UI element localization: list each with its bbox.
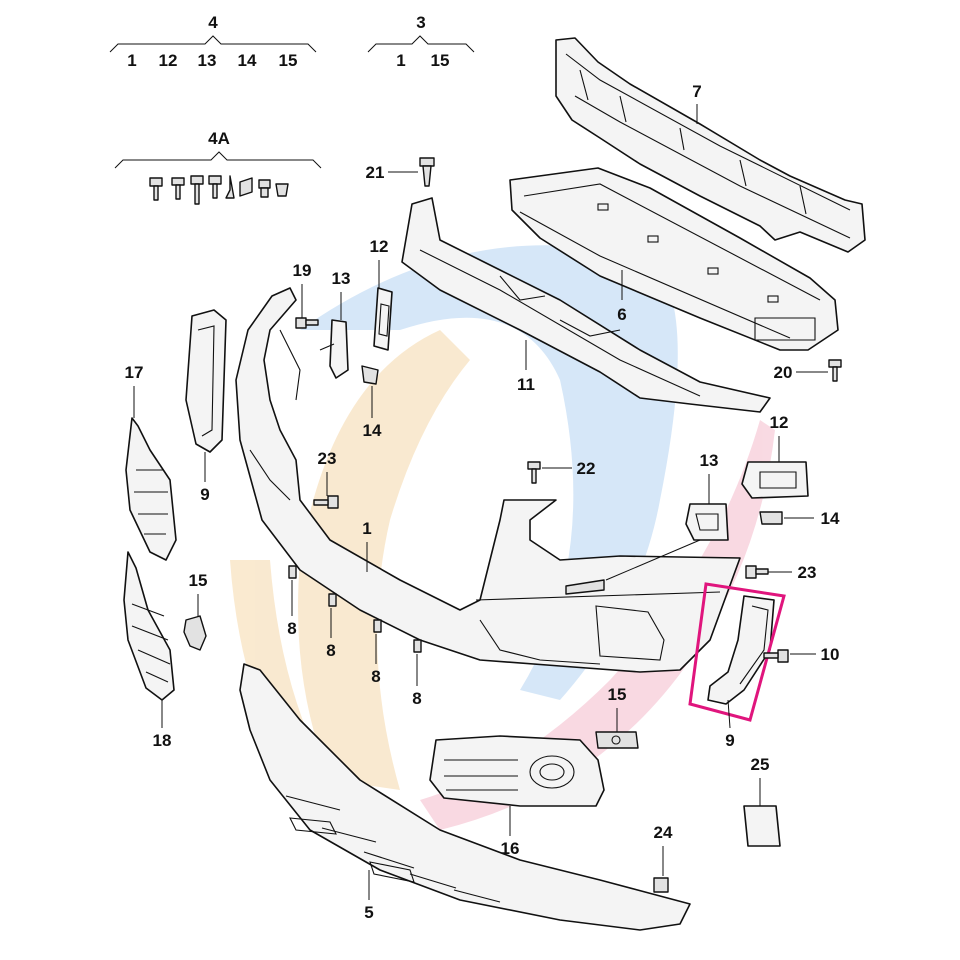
- part-25-bag: [743, 805, 781, 847]
- part-20-screw: [828, 359, 842, 382]
- highlight-box: [688, 582, 786, 722]
- label-17: 17: [125, 363, 144, 382]
- kit-4a-fasteners-icon: [149, 175, 289, 205]
- label-22: 22: [577, 459, 596, 478]
- label-19: 19: [293, 261, 312, 280]
- part-6-cover: [509, 167, 839, 351]
- kit-4-title: 4: [208, 13, 218, 32]
- label-8-b: 8: [326, 641, 335, 660]
- part-15-right-holder: [595, 731, 639, 749]
- label-10: 10: [821, 645, 840, 664]
- label-13-right: 13: [700, 451, 719, 470]
- kit-3-group: 3 1 15: [367, 13, 475, 70]
- label-16: 16: [501, 839, 520, 858]
- part-14-left-clip: [361, 365, 379, 385]
- label-14-right: 14: [821, 509, 840, 528]
- label-13-left: 13: [332, 269, 351, 288]
- label-25: 25: [751, 755, 770, 774]
- part-11-guide: [401, 197, 771, 413]
- part-15-left-holder: [183, 615, 207, 651]
- part-9-left-guide: [185, 309, 227, 453]
- part-5-spoiler: [239, 663, 691, 931]
- label-11: 11: [517, 375, 535, 394]
- label-5: 5: [364, 903, 373, 922]
- label-6: 6: [617, 305, 626, 324]
- part-13-right-bracket: [685, 503, 729, 541]
- part-10-screw: [763, 649, 789, 663]
- part-16-fog-grille: [429, 735, 605, 807]
- part-8-clips: [288, 565, 422, 653]
- part-13-left-bracket: [319, 319, 349, 379]
- part-18-grille: [123, 551, 175, 701]
- kit-4-group: 4 1 12 13 14 15: [109, 13, 317, 70]
- part-19-screw: [295, 317, 319, 329]
- kit-3-item: 1: [396, 51, 405, 70]
- kit-3-item: 15: [431, 51, 450, 70]
- label-1: 1: [362, 519, 371, 538]
- part-7-absorber: [555, 37, 866, 253]
- label-8-d: 8: [412, 689, 421, 708]
- part-12-left-insert: [373, 287, 393, 351]
- part-12-right-insert: [741, 461, 809, 499]
- kit-4a-title: 4A: [208, 129, 230, 148]
- label-23-right: 23: [798, 563, 817, 582]
- label-21: 21: [366, 163, 385, 182]
- label-12-left: 12: [370, 237, 389, 256]
- label-15-right: 15: [608, 685, 627, 704]
- kit-4-item: 13: [198, 51, 217, 70]
- part-1-bumper: [235, 287, 741, 673]
- label-12-right: 12: [770, 413, 789, 432]
- label-14-left: 14: [363, 421, 382, 440]
- kit-4-item: 15: [279, 51, 298, 70]
- part-14-right-clip: [759, 511, 783, 525]
- kit-4-item: 12: [159, 51, 178, 70]
- part-21-clip: [419, 157, 435, 187]
- label-8-a: 8: [287, 619, 296, 638]
- kit-4a-group: 4A: [114, 129, 322, 205]
- part-9-right-guide: [707, 595, 775, 705]
- kit-3-title: 3: [416, 13, 425, 32]
- label-24: 24: [654, 823, 673, 842]
- label-9-right: 9: [725, 731, 734, 750]
- part-17-grille: [125, 417, 177, 561]
- part-22-screw: [527, 461, 541, 484]
- kit-4-item: 1: [127, 51, 136, 70]
- part-24-clip: [653, 877, 669, 893]
- part-23-left-screw: [313, 495, 339, 509]
- label-9-left: 9: [200, 485, 209, 504]
- label-8-c: 8: [371, 667, 380, 686]
- part-23-right-screw: [745, 565, 769, 579]
- label-18: 18: [153, 731, 172, 750]
- label-7: 7: [692, 82, 701, 101]
- kit-4-item: 14: [238, 51, 257, 70]
- label-23-left: 23: [318, 449, 337, 468]
- label-15-left: 15: [189, 571, 208, 590]
- label-20: 20: [774, 363, 793, 382]
